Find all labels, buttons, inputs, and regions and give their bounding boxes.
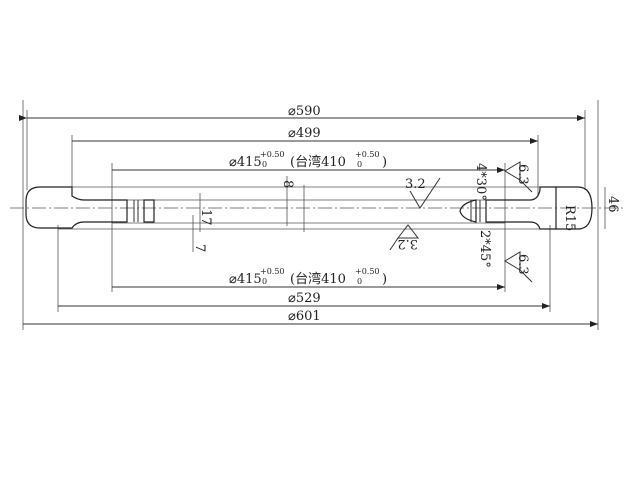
tol-upper-bottom: +0.50 [260, 267, 285, 276]
dim-d601: ⌀601 [288, 309, 321, 324]
roughness-top-center: 3.2 [405, 177, 426, 192]
dim-7: 7 [192, 244, 207, 252]
paren-bottom: ) [382, 272, 387, 287]
tol-lower-taiwan-top: 0 [357, 160, 362, 169]
dim-d415-top: ⌀415 [229, 155, 262, 170]
roughness-icon [504, 161, 533, 193]
roughness-right-top: 6.3 [515, 164, 530, 185]
tol-lower-top: 0 [262, 160, 267, 169]
tol-upper-taiwan-top: +0.50 [355, 150, 380, 159]
ring-section [10, 176, 625, 252]
roughness-icon [409, 177, 441, 209]
dim-r15: R15 [562, 205, 577, 231]
chamfer-bottom: 2*45° [477, 230, 492, 268]
dim-8: 8 [280, 180, 295, 188]
dim-taiwan-top: (台湾410 [290, 154, 346, 170]
dimension-lines [19, 115, 598, 327]
dimension-labels: ⌀590 ⌀499 ⌀415 +0.50 0 (台湾410 +0.50 0 ) … [192, 104, 620, 324]
roughness-right-bottom: 6.3 [515, 254, 530, 275]
tol-upper-top: +0.50 [260, 150, 285, 159]
tol-upper-taiwan-bottom: +0.50 [355, 267, 380, 276]
roughness-icon [389, 224, 420, 251]
roughness-bottom-center: 3.2 [397, 236, 418, 251]
dim-17: 17 [198, 209, 213, 226]
dim-d415-bottom: ⌀415 [229, 272, 262, 287]
dim-d590: ⌀590 [288, 104, 321, 119]
dim-taiwan-bottom: (台湾410 [290, 271, 346, 287]
paren-top: ) [382, 155, 387, 170]
roughness-icon [504, 251, 533, 283]
extension-lines [22, 100, 599, 330]
tol-lower-bottom: 0 [262, 277, 267, 286]
dim-d499: ⌀499 [288, 126, 321, 141]
dim-d529: ⌀529 [288, 291, 321, 306]
chamfer-top: 4*30° [473, 163, 488, 201]
roughness-symbols: 3.2 3.2 6.3 6.3 [389, 161, 533, 283]
dim-46: 46 [605, 196, 620, 213]
tol-lower-taiwan-bottom: 0 [357, 277, 362, 286]
